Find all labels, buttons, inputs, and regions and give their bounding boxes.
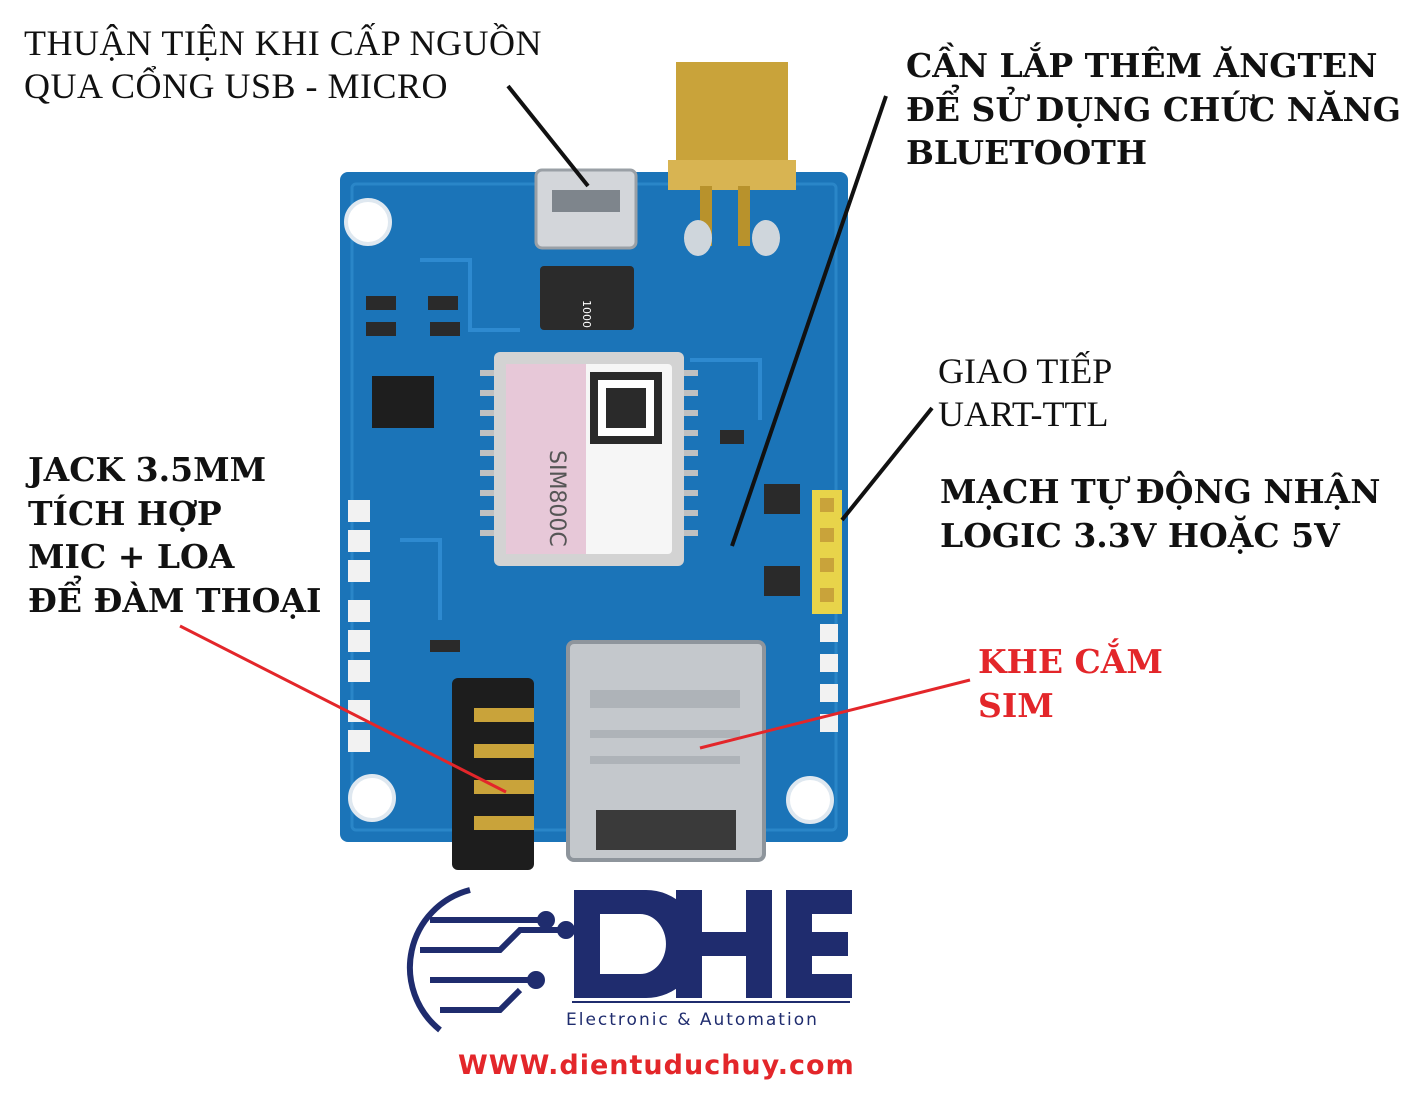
antenna-callout: CẦN LẮP THÊM ĂNGTEN ĐỂ SỬ DỤNG CHỨC NĂNG… — [906, 44, 1401, 175]
ic-chip — [372, 376, 434, 428]
uart-callout-line-1: GIAO TIẾP — [938, 351, 1113, 391]
jack-callout: JACK 3.5MM TÍCH HỢP MIC + LOA ĐỂ ĐÀM THO… — [28, 448, 321, 622]
jack-callout-line-4: ĐỂ ĐÀM THOẠI — [28, 580, 322, 620]
logo-subtitle: Electronic & Automation — [566, 1010, 819, 1030]
sim-callout-line-2: SIM — [978, 685, 1054, 725]
dhe-circuit-logo-icon — [406, 887, 575, 1033]
logic-callout-line-2: LOGIC 3.3V HOẶC 5V — [940, 515, 1340, 555]
mount-hole-icon — [786, 776, 834, 824]
usb-callout-line-1: THUẬN TIỆN KHI CẤP NGUỒN — [24, 23, 542, 63]
audio-jack — [452, 678, 534, 870]
logic-callout: MẠCH TỰ ĐỘNG NHẬN LOGIC 3.3V HOẶC 5V — [940, 470, 1380, 557]
svg-text:SIM800C: SIM800C — [544, 450, 569, 547]
uart-callout-line-2: UART-TTL — [938, 394, 1109, 435]
svg-text:1000: 1000 — [580, 300, 593, 328]
antenna-callout-line-2: ĐỂ SỬ DỤNG CHỨC NĂNG — [906, 89, 1401, 129]
sim-callout-line-1: KHE CẮM — [978, 642, 1163, 681]
logic-callout-line-1: MẠCH TỰ ĐỘNG NHẬN — [940, 472, 1381, 511]
antenna-pointer-line — [730, 95, 888, 547]
usb-callout-line-2: QUA CỔNG USB - MICRO — [24, 66, 449, 107]
sim-callout: KHE CẮM SIM — [978, 640, 1163, 727]
dhe-letters — [574, 890, 852, 998]
jack-callout-line-3: MIC + LOA — [28, 537, 235, 577]
capacitor — [540, 266, 634, 330]
sim-pointer-line — [699, 678, 971, 750]
jack-callout-line-1: JACK 3.5MM — [28, 450, 267, 489]
antenna-callout-line-3: BLUETOOTH — [906, 133, 1148, 173]
mount-hole-icon — [348, 774, 396, 822]
uart-callout: GIAO TIẾP UART-TTL — [938, 350, 1112, 436]
usb-pointer-line — [506, 84, 590, 188]
website-link[interactable]: WWW.dientuduchuy.com — [458, 1050, 855, 1081]
jack-pointer-line — [179, 624, 507, 794]
antenna-callout-line-1: CẦN LẮP THÊM ĂNGTEN — [906, 46, 1378, 85]
mount-hole-icon — [344, 198, 392, 246]
jack-callout-line-2: TÍCH HỢP — [28, 493, 222, 533]
usb-callout: THUẬN TIỆN KHI CẤP NGUỒN QUA CỔNG USB - … — [24, 22, 542, 108]
uart-pointer-line — [840, 406, 934, 522]
